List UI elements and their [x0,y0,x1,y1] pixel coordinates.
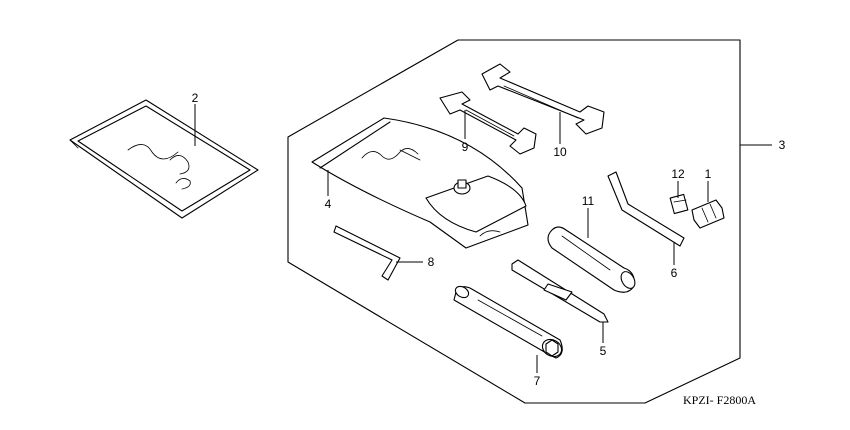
part-2-manual-bag [69,99,259,219]
callout-7: 7 [534,374,541,388]
callout-11: 11 [582,194,595,208]
part-6-bent-rod [607,171,685,247]
part-12-fuse [669,193,689,215]
part-4-tool-bag [311,117,529,249]
diagram-code: KPZI- F2800A [683,393,756,407]
part-5-screwdriver-blade [511,259,609,323]
callout-12: 12 [671,167,685,181]
callout-3: 3 [779,138,786,152]
part-7-plug-wrench [453,285,563,359]
part-9-wrench-small [439,91,537,155]
callouts: 2 4 9 10 3 12 1 11 8 6 5 7 [192,91,786,388]
callout-10: 10 [553,145,567,159]
assembly-boundary [287,39,741,404]
part-10-wrench-large [481,63,605,135]
callout-8: 8 [428,255,435,269]
callout-2: 2 [192,91,199,105]
callout-4: 4 [325,197,332,211]
part-1-clip [691,199,725,229]
callout-9: 9 [462,140,469,154]
part-11-screwdriver-handle [547,226,636,293]
callout-5: 5 [600,344,607,358]
part-8-hex-key [333,225,401,281]
callout-1: 1 [705,167,712,181]
leader-lines [194,104,772,373]
callout-6: 6 [671,266,678,280]
